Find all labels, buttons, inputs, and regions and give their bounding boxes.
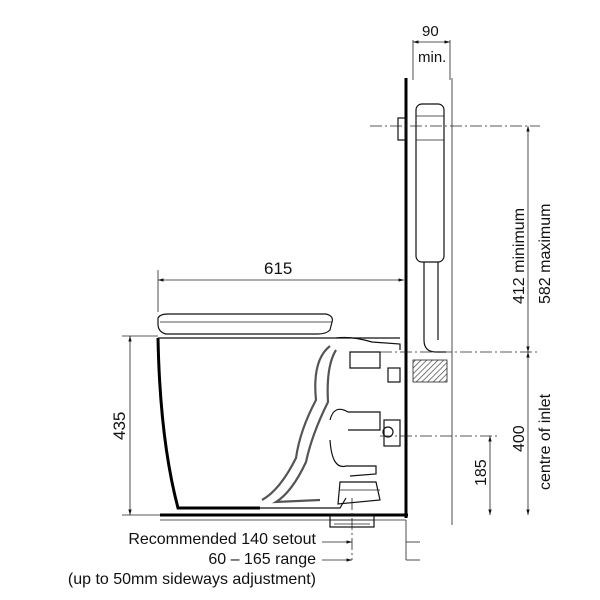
wall xyxy=(404,40,453,525)
dim-615-label: 615 xyxy=(264,259,292,278)
toilet-bowl xyxy=(156,336,401,528)
dim-90-unit-label: min. xyxy=(418,49,446,66)
dim-435-label: 435 xyxy=(110,412,129,440)
note-setout-range: 60 – 165 range xyxy=(208,551,316,568)
setout-lines xyxy=(322,520,420,562)
dimension-inlet: 400 centre of inlet xyxy=(511,352,554,515)
dim-400-label: 400 xyxy=(511,425,528,452)
dim-inlet-label: centre of inlet xyxy=(537,393,554,490)
note-sideways-adjustment: (up to 50mm sideways adjustment) xyxy=(68,571,316,588)
toilet-seat xyxy=(157,313,333,335)
dim-185-label: 185 xyxy=(473,459,490,486)
dimension-185: 185 xyxy=(473,436,492,515)
dimension-90-min: 90 min. xyxy=(413,23,450,66)
dimension-435: 435 xyxy=(110,335,160,516)
setout-notes: Recommended 140 setout 60 – 165 range (u… xyxy=(68,531,317,588)
dim-412-label: 412 minimum xyxy=(511,208,528,304)
dim-582-label: 582 maximum xyxy=(537,204,554,304)
centre-lines xyxy=(351,125,540,560)
dimension-cistern-range: 412 minimum 582 maximum xyxy=(511,126,554,352)
concealed-cistern xyxy=(397,103,448,383)
dimension-615: 615 xyxy=(157,259,404,312)
note-recommended-setout: Recommended 140 setout xyxy=(128,531,316,548)
dim-90-label: 90 xyxy=(422,23,439,40)
floor-line xyxy=(160,513,408,521)
